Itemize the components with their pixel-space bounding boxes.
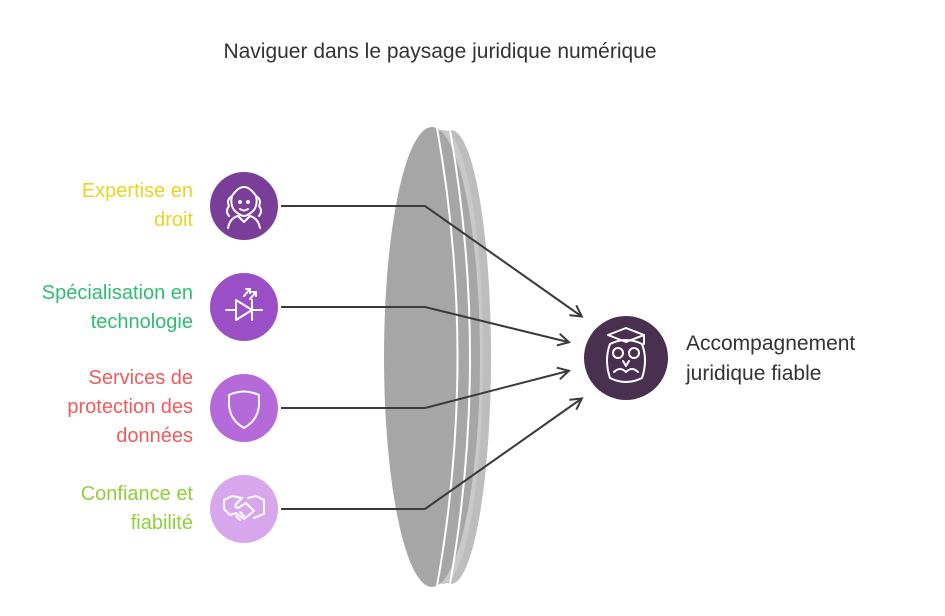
lens-front <box>384 127 480 587</box>
handshake-icon <box>223 495 265 521</box>
input-label-expertise: Expertise en droit <box>82 177 193 235</box>
label-line: juridique fiable <box>686 362 822 385</box>
input-node-data-protection <box>210 374 278 442</box>
label-line: données <box>116 425 193 447</box>
node-circle <box>584 316 668 400</box>
diode-icon <box>225 288 263 321</box>
lens <box>384 127 491 587</box>
label-line: Services de <box>88 367 194 389</box>
node-circle <box>210 172 278 240</box>
lawyer-icon <box>226 186 262 229</box>
connector-arrow <box>281 205 581 316</box>
input-label-technology: Spécialisation en technologie <box>42 279 193 337</box>
label-line: fiabilité <box>130 512 193 534</box>
label-line: Confiance et <box>80 483 193 505</box>
connector-arrow <box>281 399 581 510</box>
label-line: Expertise en <box>81 180 193 202</box>
connector-arrow <box>281 306 568 342</box>
connectors <box>281 205 581 510</box>
label-line: Accompagnement <box>686 332 856 355</box>
input-node-trust <box>210 475 278 543</box>
lens-highlight-2 <box>449 129 471 585</box>
lens-highlight-1 <box>436 127 459 587</box>
label-line: protection des <box>67 396 193 418</box>
input-node-technology <box>210 273 278 341</box>
diagram-title: Naviguer dans le paysage juridique numér… <box>223 40 657 63</box>
label-line: droit <box>154 209 193 231</box>
output-node <box>584 316 668 400</box>
label-line: Spécialisation en <box>41 282 193 304</box>
input-node-expertise <box>210 172 278 240</box>
connector-arrow <box>281 371 568 409</box>
label-line: technologie <box>90 311 193 333</box>
owl-graduate-icon <box>606 327 646 383</box>
node-circle <box>210 475 278 543</box>
node-circle <box>210 273 278 341</box>
output-label: Accompagnement juridique fiable <box>686 329 855 389</box>
shield-icon <box>228 390 260 429</box>
input-label-data-protection: Services de protection des données <box>67 364 193 451</box>
node-circle <box>210 374 278 442</box>
input-label-trust: Confiance et fiabilité <box>81 480 193 538</box>
